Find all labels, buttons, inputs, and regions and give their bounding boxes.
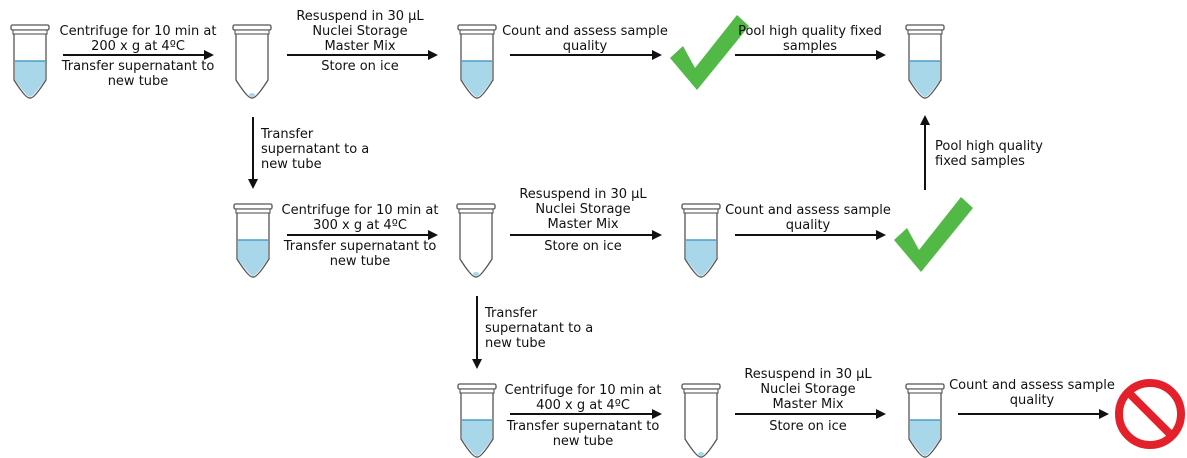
no-entry-ring (1115, 379, 1185, 449)
tube-liquid (686, 240, 716, 276)
step-label-r3-store: Store on ice (769, 419, 847, 434)
tube-body (460, 393, 494, 458)
check-icon (670, 15, 749, 90)
tube-cap (457, 24, 497, 31)
tube-cap (457, 383, 497, 390)
tube-cap (905, 24, 945, 31)
tube-r1-pooled (905, 24, 945, 99)
tube-r2-resuspended (681, 203, 721, 278)
tube-rim (235, 208, 271, 214)
tube-body (684, 213, 718, 278)
tube-r3-resuspended (905, 383, 945, 458)
tube-rim (458, 208, 494, 214)
tube-cap (10, 24, 50, 31)
tube-rim (907, 29, 943, 35)
tube-liquid (15, 61, 45, 97)
tube-rim (683, 388, 719, 394)
tube-rim (12, 29, 48, 35)
tube-body (235, 34, 269, 99)
tube-cap (232, 24, 272, 31)
tube-body (908, 34, 942, 99)
tube-rim (234, 29, 270, 35)
tube-body (13, 34, 47, 99)
step-label-r1-store: Store on ice (321, 59, 399, 74)
tube-r2-pellet (456, 203, 496, 278)
tube-body (459, 213, 493, 278)
tube-r1-sample (10, 24, 50, 99)
tube-cap (905, 383, 945, 390)
tube-rim (459, 388, 495, 394)
no-entry-slash (1126, 390, 1174, 438)
tube-r3-sample (457, 383, 497, 458)
tube-liquid (462, 420, 492, 456)
tube-body (908, 393, 942, 458)
tube-liquid (910, 420, 940, 456)
tube-r1-resuspended (457, 24, 497, 99)
tube-pellet (473, 272, 479, 276)
tube-cap (681, 383, 721, 390)
tube-r2-sample (233, 203, 273, 278)
tube-r3-pellet (681, 383, 721, 458)
check-icon (894, 197, 973, 272)
tube-r1-pellet (232, 24, 272, 99)
step-label-r2-store: Store on ice (544, 239, 622, 254)
tube-rim (459, 29, 495, 35)
tube-body (236, 213, 270, 278)
no-entry-icon (1115, 379, 1185, 449)
tube-cap (681, 203, 721, 210)
tube-rim (683, 208, 719, 214)
tube-cap (456, 203, 496, 210)
tube-liquid (910, 61, 940, 97)
tube-rim (907, 388, 943, 394)
tube-liquid (462, 61, 492, 97)
tube-body (684, 393, 718, 458)
tube-liquid (238, 240, 268, 276)
tube-cap (233, 203, 273, 210)
tube-body (460, 34, 494, 99)
tube-pellet (249, 93, 255, 97)
tube-pellet (698, 452, 704, 456)
